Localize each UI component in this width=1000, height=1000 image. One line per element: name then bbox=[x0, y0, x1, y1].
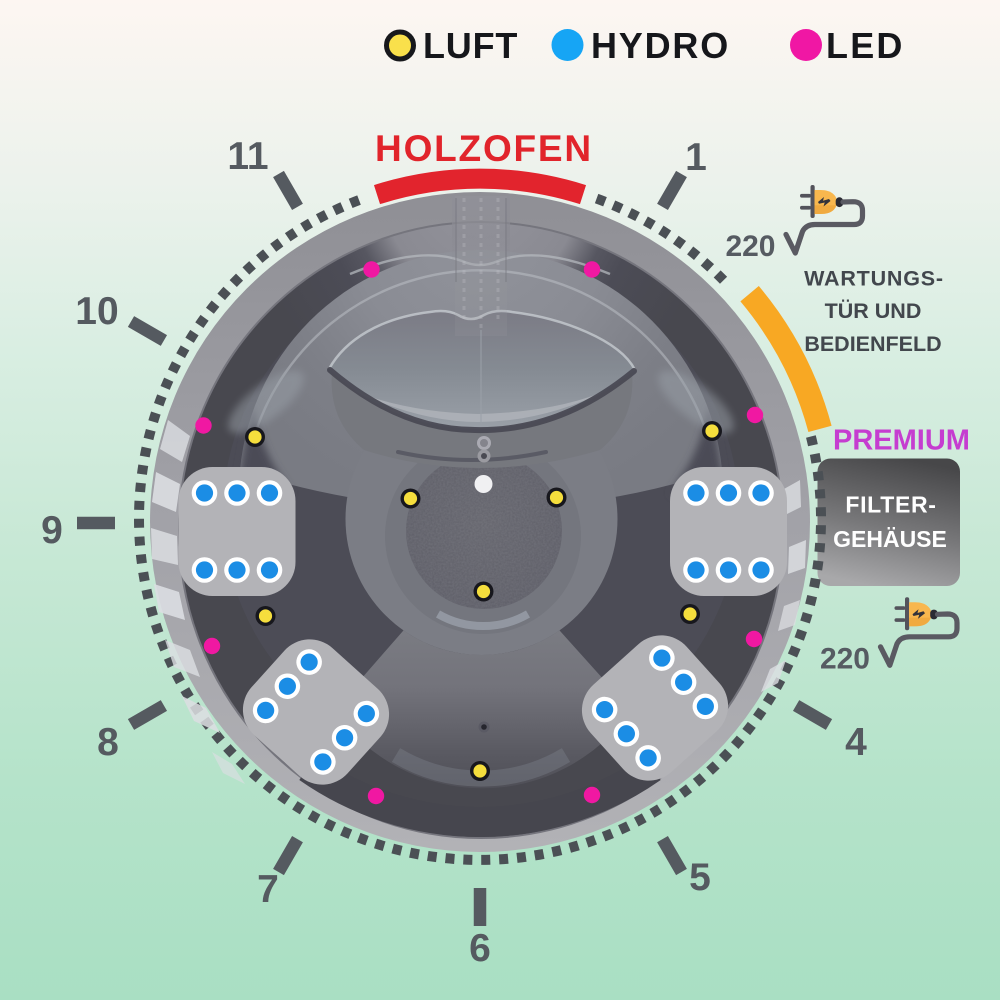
svg-text:9: 9 bbox=[41, 509, 63, 552]
svg-text:FILTER-: FILTER- bbox=[845, 492, 936, 518]
svg-text:LED: LED bbox=[826, 25, 905, 66]
svg-text:7: 7 bbox=[257, 868, 279, 911]
svg-text:HYDRO: HYDRO bbox=[591, 25, 730, 66]
svg-text:8: 8 bbox=[97, 721, 119, 764]
svg-text:TÜR UND: TÜR UND bbox=[825, 298, 922, 323]
svg-text:11: 11 bbox=[227, 135, 268, 178]
svg-text:6: 6 bbox=[469, 927, 491, 970]
svg-text:BEDIENFELD: BEDIENFELD bbox=[804, 332, 941, 356]
svg-text:HOLZOFEN: HOLZOFEN bbox=[375, 128, 593, 169]
svg-text:1: 1 bbox=[685, 136, 707, 179]
svg-text:LUFT: LUFT bbox=[423, 25, 518, 66]
svg-text:5: 5 bbox=[689, 856, 711, 899]
svg-text:PREMIUM: PREMIUM bbox=[833, 425, 970, 457]
svg-text:4: 4 bbox=[845, 721, 867, 764]
svg-text:GEHÄUSE: GEHÄUSE bbox=[833, 526, 947, 552]
svg-text:WARTUNGS-: WARTUNGS- bbox=[804, 267, 944, 291]
svg-text:10: 10 bbox=[75, 290, 118, 333]
